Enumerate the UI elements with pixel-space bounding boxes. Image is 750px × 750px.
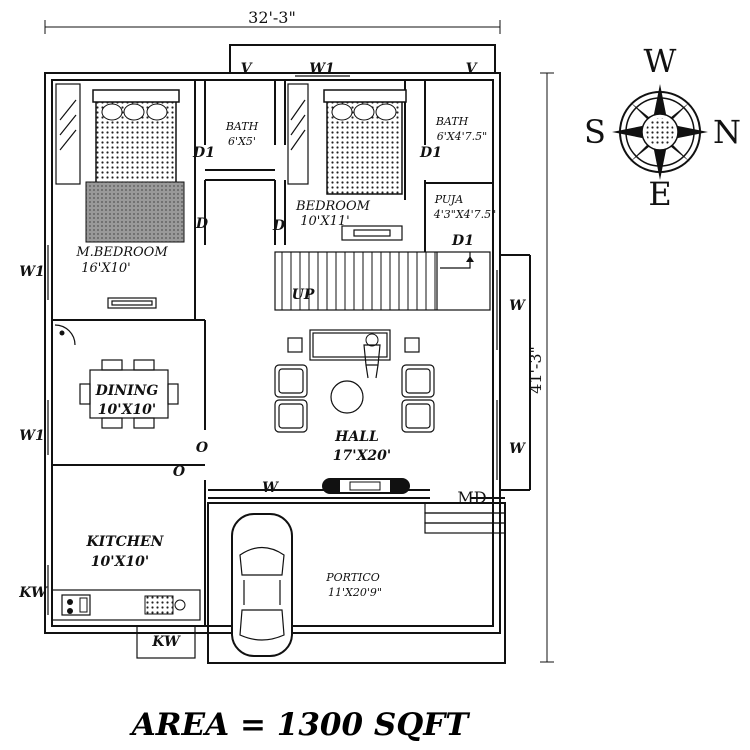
width-label: 32'-3" <box>248 8 296 27</box>
depth-label: 41'-3" <box>526 346 545 394</box>
door-d1-puja: D1 <box>451 233 474 249</box>
compass-south: S <box>584 113 606 151</box>
hall-furniture <box>274 329 506 534</box>
kitchen-window-bottom: KW <box>151 634 181 650</box>
compass-east: E <box>648 175 671 213</box>
width-dimension: 32'-3" <box>44 8 501 34</box>
opening-labels: V W1 V D1 D1 D D D1 W1 UP W W1 O W O W M… <box>18 61 526 650</box>
dining-set <box>54 324 179 429</box>
compass-north: N <box>713 113 741 151</box>
opening-o-kitchen: O <box>173 464 186 480</box>
window-v-right: V <box>466 61 479 77</box>
bath2-size: 6'X4'7.5" <box>437 130 487 143</box>
dining-size: 10'X10' <box>98 402 156 418</box>
wardrobe-1 <box>55 83 81 185</box>
wardrobe-2 <box>287 83 309 185</box>
window-marks <box>47 75 498 615</box>
room-labels: BATH 6'X5' BATH 6'X4'7.5" BEDROOM 10'X11… <box>75 115 496 599</box>
hall-name: HALL <box>334 429 379 445</box>
dining-name: DINING <box>95 383 159 399</box>
portico-size: 11'X20'9" <box>328 586 382 599</box>
entrance-steps <box>424 502 506 534</box>
window-w1-master: W1 <box>19 264 44 280</box>
kitchen-window-side: KW <box>18 585 48 601</box>
bath1-size: 6'X5' <box>228 135 256 148</box>
window-w1-top: W1 <box>309 61 334 77</box>
hall-size: 17'X20' <box>333 448 391 464</box>
master-tv-unit <box>107 297 157 309</box>
bedroom-size: 10'X11' <box>300 214 350 229</box>
puja-name: PUJA <box>434 193 464 206</box>
master-bedroom-name: M.BEDROOM <box>75 245 168 260</box>
window-w1-dining: W1 <box>19 428 44 444</box>
master-bed <box>85 89 185 243</box>
door-d-master: D <box>195 216 209 232</box>
window-w-hall-upper: W <box>509 298 526 314</box>
bath1-name: BATH <box>225 120 259 133</box>
main-door-md: MD <box>457 488 486 507</box>
door-d-bedroom: D <box>272 218 286 234</box>
master-bedroom-size: 16'X10' <box>81 261 131 276</box>
car-icon <box>231 513 293 657</box>
kitchen-counter <box>51 589 201 659</box>
window-w-hall-lower: W <box>509 441 526 457</box>
compass-icon: W S N E <box>584 42 741 213</box>
kitchen-size: 10'X10' <box>91 554 149 570</box>
staircase <box>274 251 491 311</box>
door-d1-bath1: D1 <box>192 145 215 161</box>
second-bed <box>323 89 407 241</box>
kitchen-name: KITCHEN <box>86 534 165 550</box>
area-caption: AREA = 1300 SQFT <box>129 707 471 743</box>
main-door-mat <box>322 478 410 494</box>
bath2-name: BATH <box>435 115 469 128</box>
compass-west: W <box>644 42 677 80</box>
window-v-left: V <box>241 61 254 77</box>
bedroom-name: BEDROOM <box>295 199 371 214</box>
portico-name: PORTICO <box>325 571 380 584</box>
opening-o-hall: O <box>196 440 209 456</box>
person-figure <box>363 333 381 379</box>
door-d1-bath2: D1 <box>419 145 442 161</box>
stair-up-label: UP <box>292 287 315 303</box>
puja-size: 4'3"X4'7.5" <box>433 208 497 221</box>
window-w-front: W <box>262 480 279 496</box>
